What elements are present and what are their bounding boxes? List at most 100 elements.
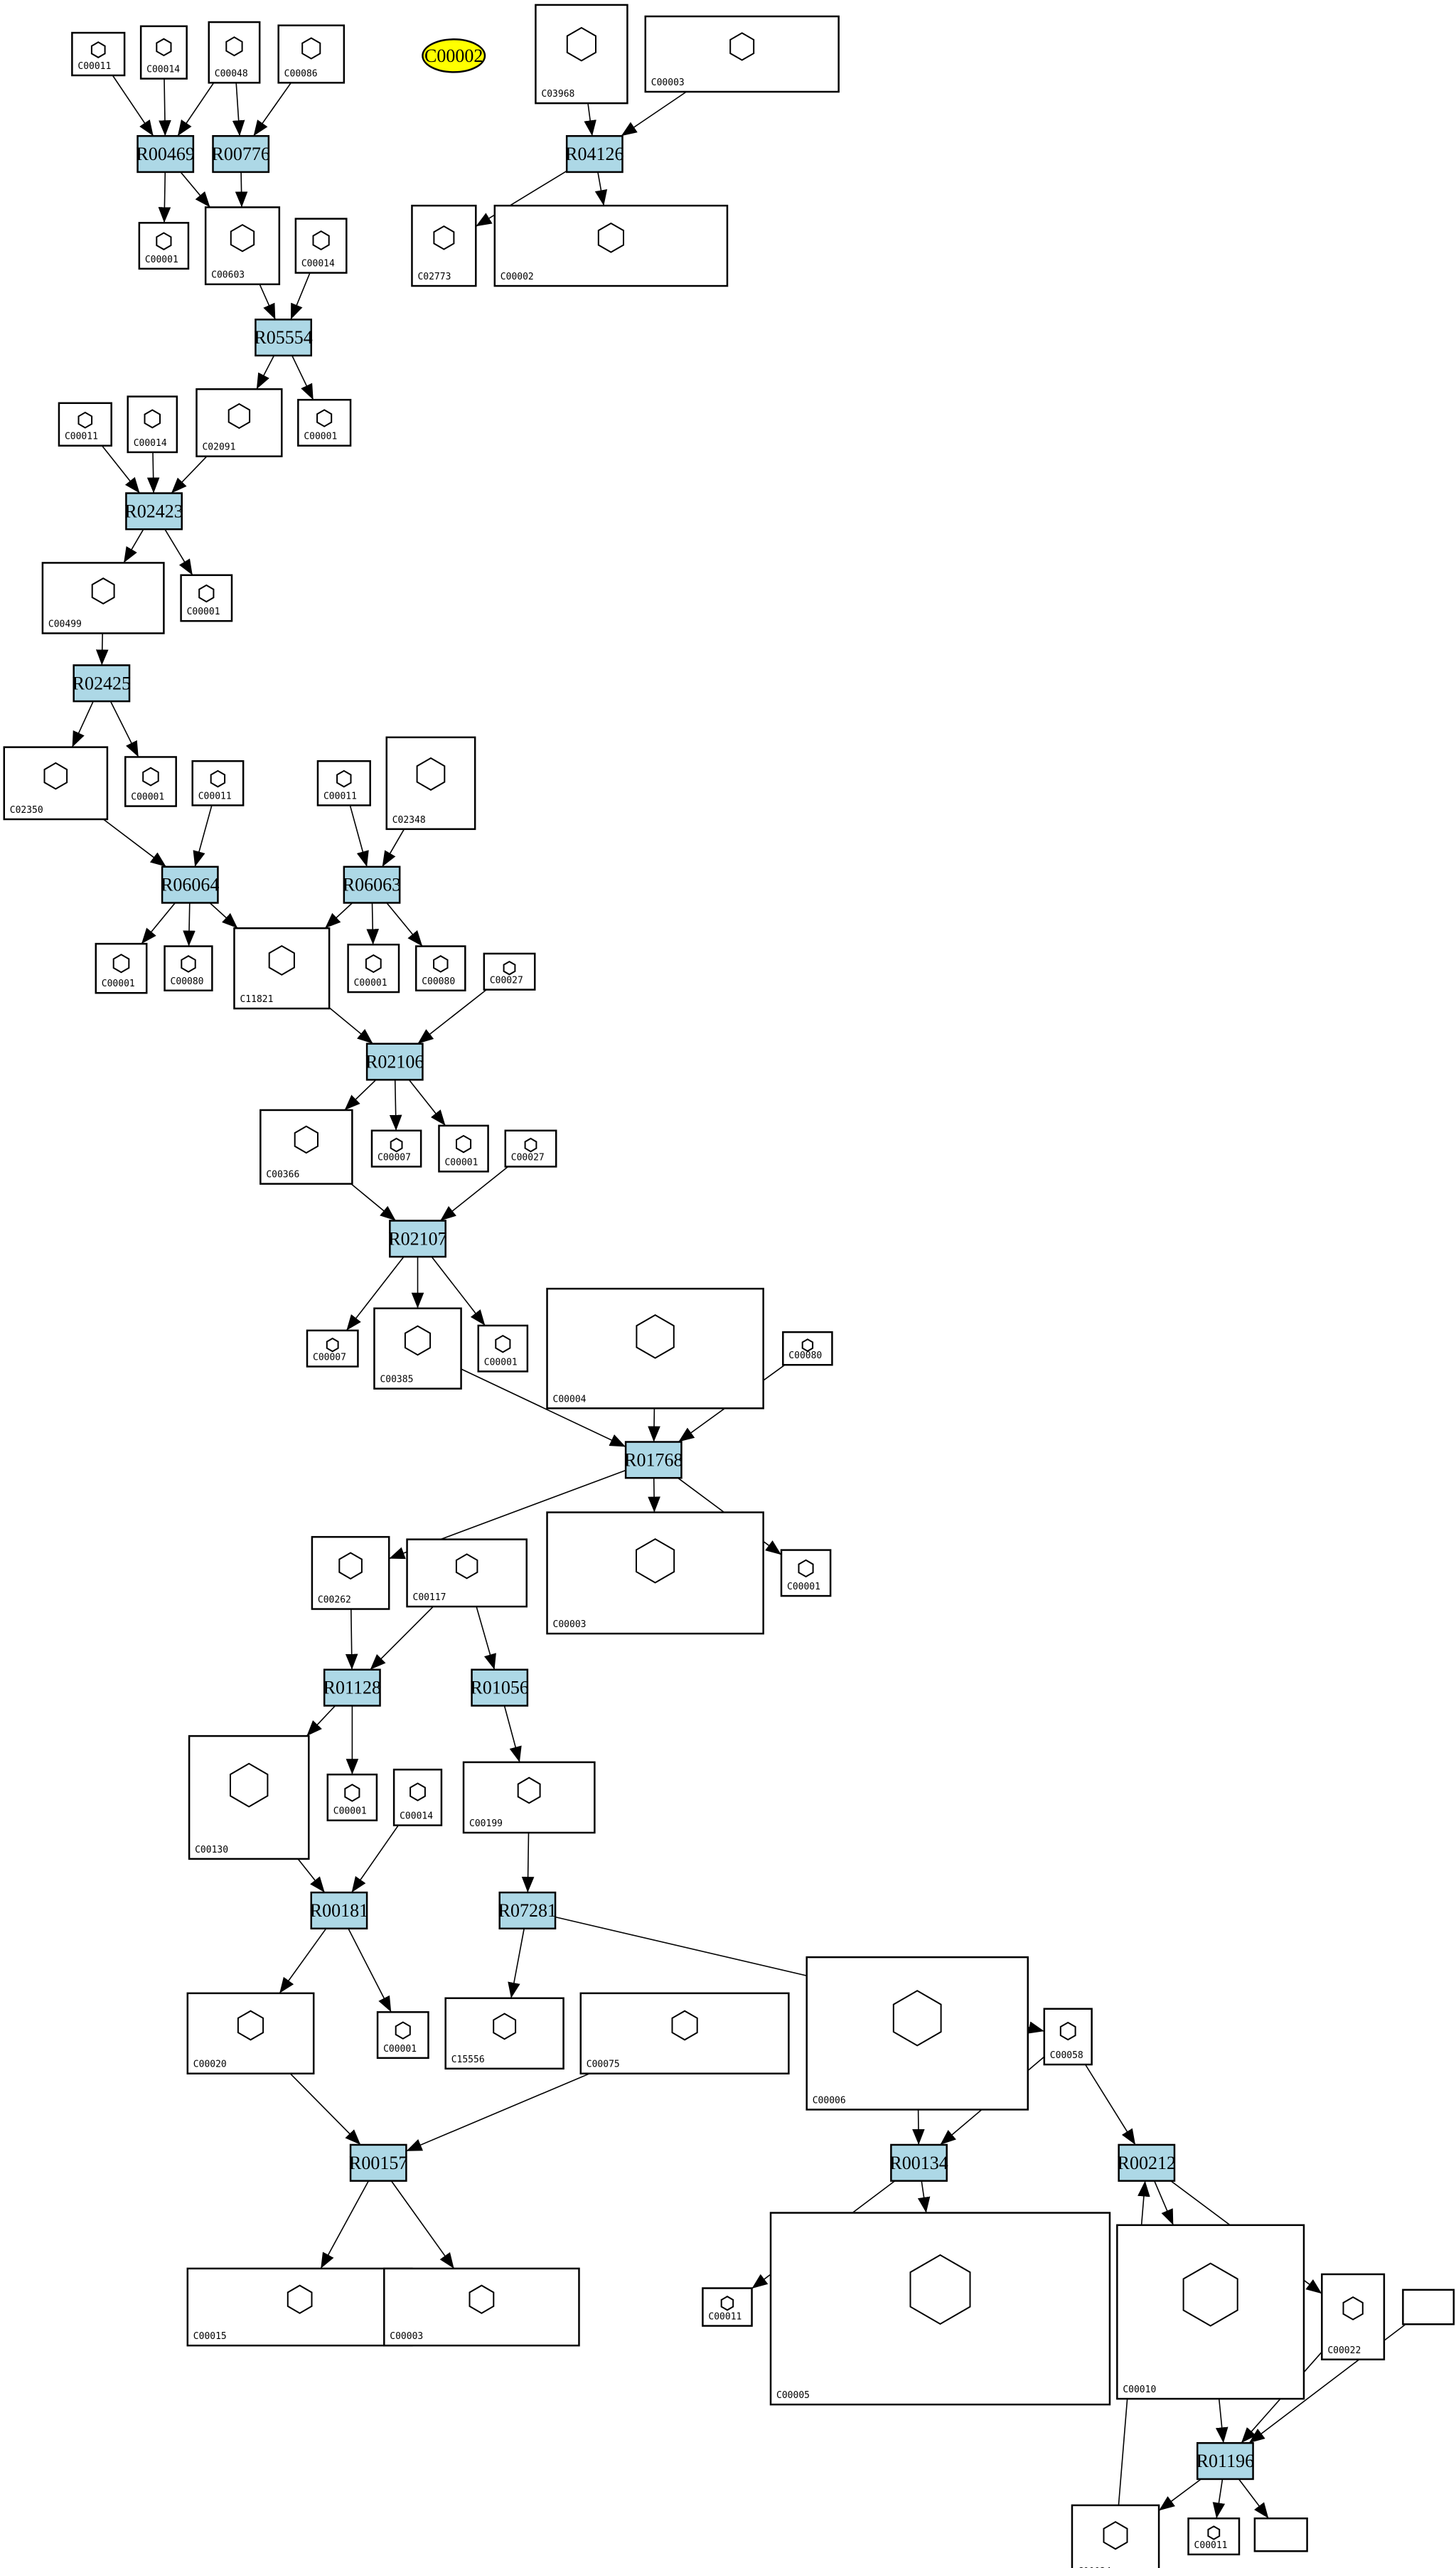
reaction-node-r00181[interactable]: R00181	[310, 1891, 368, 1930]
compound-node-c00014_d[interactable]: C00014	[392, 1769, 443, 1826]
compound-node-c00001_e[interactable]: C00001	[95, 942, 148, 994]
compound-node-c00058[interactable]: C00058	[1043, 2008, 1093, 2066]
compound-box[interactable]	[71, 31, 126, 77]
reaction-box[interactable]	[161, 865, 219, 904]
compound-box[interactable]	[259, 1109, 353, 1185]
compound-box[interactable]	[127, 395, 178, 454]
compound-node-c00024[interactable]: C00024	[1071, 2504, 1160, 2568]
reaction-box[interactable]	[212, 134, 270, 174]
reaction-node-r01768[interactable]: R01768	[624, 1441, 682, 1479]
compound-box[interactable]	[316, 760, 371, 806]
reaction-box[interactable]	[343, 865, 401, 904]
compound-box[interactable]	[277, 24, 346, 84]
compound-node-c00075[interactable]: C00075	[579, 1992, 790, 2074]
compound-node-c00385[interactable]: C00385	[373, 1307, 462, 1390]
compound-node-c00005[interactable]: C00005	[769, 2212, 1111, 2406]
compound-box[interactable]	[186, 1992, 315, 2074]
compound-node-c00027_b[interactable]: C00027	[504, 1129, 557, 1168]
compound-node-c00014_b[interactable]: C00014	[294, 218, 348, 274]
compound-box[interactable]	[780, 1549, 832, 1597]
reaction-box[interactable]	[136, 134, 195, 174]
compound-box[interactable]	[191, 760, 245, 806]
compound-box[interactable]	[411, 204, 477, 287]
compound-node-c00001_h[interactable]: C00001	[477, 1324, 529, 1373]
compound-box[interactable]	[376, 2011, 429, 2060]
reaction-box[interactable]	[1196, 2442, 1254, 2481]
reaction-box[interactable]	[365, 1043, 424, 1081]
compound-box[interactable]	[204, 206, 281, 285]
highlighted-compound-ellipse[interactable]	[422, 38, 486, 73]
reaction-node-r01196[interactable]: R01196	[1196, 2442, 1254, 2481]
reaction-box[interactable]	[73, 664, 131, 703]
compound-box[interactable]	[385, 736, 476, 831]
compound-box[interactable]	[370, 1129, 422, 1168]
reaction-node-r05554[interactable]: R05554	[254, 319, 313, 357]
reaction-node-r01128[interactable]: R01128	[323, 1668, 381, 1707]
compound-box[interactable]	[414, 945, 466, 992]
compound-box[interactable]	[186, 2267, 413, 2347]
compound-box[interactable]	[383, 2267, 580, 2347]
compound-box[interactable]	[462, 1761, 596, 1834]
compound-box[interactable]	[306, 1329, 359, 1368]
reaction-node-r00776[interactable]: R00776	[212, 134, 270, 174]
reaction-node-r07281[interactable]: R07281	[498, 1891, 557, 1930]
compound-box[interactable]	[1116, 2224, 1305, 2400]
reaction-box[interactable]	[255, 319, 313, 357]
compound-node-c00262[interactable]: C00262	[311, 1535, 390, 1610]
compound-node-c00011_d[interactable]: C00011	[316, 760, 371, 806]
compound-box[interactable]	[504, 1129, 557, 1168]
compound-box[interactable]	[95, 942, 148, 994]
compound-node-empty_a[interactable]	[1402, 2289, 1455, 2325]
compound-node-c00010[interactable]: C00010	[1116, 2224, 1305, 2400]
compound-box[interactable]	[1187, 2517, 1241, 2556]
compound-node-c00001_a[interactable]: C00001	[138, 222, 190, 270]
reaction-node-r00212[interactable]: R00212	[1118, 2143, 1176, 2182]
reaction-box[interactable]	[498, 1891, 557, 1930]
compound-node-c00003_a[interactable]: C00003	[644, 15, 840, 93]
compound-node-c00080_c[interactable]: C00080	[782, 1331, 833, 1366]
compound-box[interactable]	[233, 927, 331, 1010]
compound-node-c00014_c[interactable]: C00014	[127, 395, 178, 454]
compound-node-c00001_c[interactable]: C00001	[180, 574, 233, 622]
compound-box[interactable]	[196, 388, 283, 457]
reaction-box[interactable]	[624, 1441, 682, 1479]
compound-node-c00080_b[interactable]: C00080	[414, 945, 466, 992]
reaction-box[interactable]	[323, 1668, 381, 1707]
reaction-node-r02106[interactable]: R02106	[365, 1043, 424, 1081]
compound-box[interactable]	[493, 204, 729, 287]
reaction-box[interactable]	[389, 1220, 446, 1258]
compound-node-c00001_j[interactable]: C00001	[326, 1773, 378, 1821]
compound-box[interactable]	[483, 952, 536, 991]
reaction-node-r06064[interactable]: R06064	[161, 865, 219, 904]
compound-node-c00002_b[interactable]: C00002	[493, 204, 729, 287]
compound-box[interactable]	[805, 1956, 1029, 2111]
compound-box[interactable]	[58, 402, 112, 447]
compound-box[interactable]	[124, 756, 177, 807]
compound-box[interactable]	[1402, 2289, 1455, 2325]
compound-box[interactable]	[535, 4, 628, 105]
compound-node-c00027_a[interactable]: C00027	[483, 952, 536, 991]
reaction-node-r01056[interactable]: R01056	[471, 1668, 529, 1707]
compound-box[interactable]	[392, 1769, 443, 1826]
compound-box[interactable]	[579, 1992, 790, 2074]
compound-box[interactable]	[297, 398, 352, 447]
reaction-node-r02425[interactable]: R02425	[73, 664, 131, 703]
compound-box[interactable]	[311, 1535, 390, 1610]
compound-node-c00003_c[interactable]: C00003	[383, 2267, 580, 2347]
compound-node-c00007_b[interactable]: C00007	[306, 1329, 359, 1368]
reaction-node-r02107[interactable]: R02107	[388, 1220, 447, 1258]
compound-node-empty_b[interactable]	[1253, 2517, 1308, 2552]
compound-node-c00020[interactable]: C00020	[186, 1992, 315, 2074]
compound-box[interactable]	[644, 15, 840, 93]
compound-node-c00130[interactable]: C00130	[188, 1735, 310, 1860]
compound-node-c00004[interactable]: C00004	[546, 1287, 764, 1410]
compound-box[interactable]	[138, 222, 190, 270]
compound-node-c00048[interactable]: C00048	[208, 21, 261, 84]
compound-node-c00002_hl[interactable]: C00002	[422, 38, 486, 73]
compound-box[interactable]	[139, 25, 188, 80]
reaction-box[interactable]	[125, 492, 183, 531]
compound-node-c00015[interactable]: C00015	[186, 2267, 413, 2347]
compound-box[interactable]	[188, 1735, 310, 1860]
compound-node-c00499[interactable]: C00499	[41, 562, 165, 634]
compound-node-c00001_k[interactable]: C00001	[376, 2011, 429, 2060]
